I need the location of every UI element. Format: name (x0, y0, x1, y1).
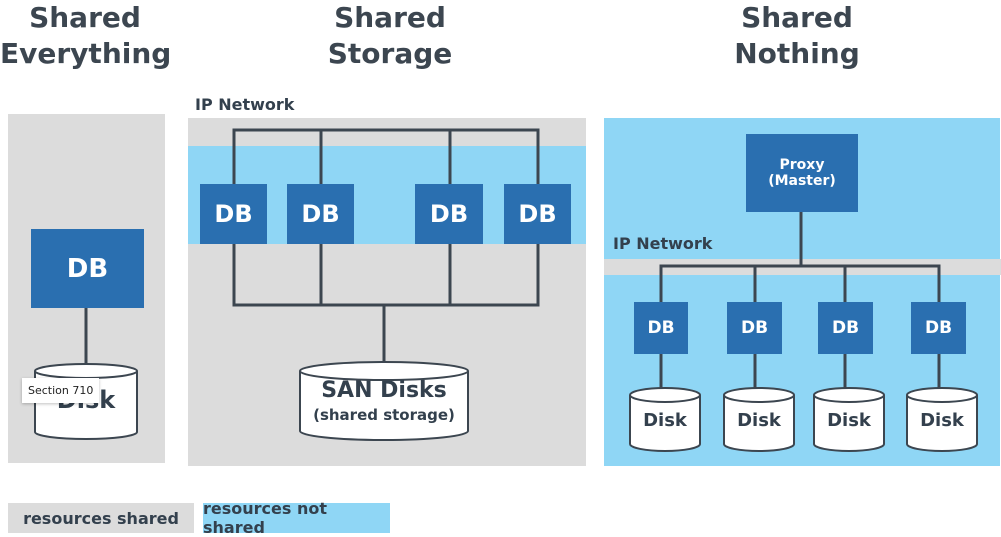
db-box: DB (415, 184, 483, 244)
disk-label: Disk (920, 410, 964, 431)
san-disks-title: SAN Disks (321, 378, 447, 403)
db-box: DB (504, 184, 571, 244)
db-box: DB (727, 302, 782, 354)
legend-label: resources shared (23, 508, 179, 528)
db-label: DB (429, 200, 469, 228)
san-disk-icon-top (299, 361, 469, 381)
db-label: DB (66, 253, 109, 284)
disk-label: Disk (827, 410, 871, 431)
db-box: DB (287, 184, 354, 244)
title-line: Shared (334, 1, 446, 34)
db-box: DB (818, 302, 873, 354)
proxy-master-box: Proxy (Master) (746, 134, 858, 212)
title-line: Storage (327, 37, 453, 70)
san-disks-subtitle: (shared storage) (313, 406, 455, 424)
db-label: DB (301, 200, 340, 228)
db-label: DB (831, 318, 860, 338)
db-label: DB (924, 318, 953, 338)
db-box: DB (31, 229, 144, 308)
title-shared-everything: Shared Everything (0, 0, 172, 72)
disk-label: Disk (737, 410, 781, 431)
title-line: Shared (29, 1, 141, 34)
title-shared-nothing: Shared Nothing (697, 0, 897, 72)
ip-network-label: IP Network (613, 234, 713, 253)
title-line: Shared (741, 1, 853, 34)
title-shared-storage: Shared Storage (290, 0, 490, 72)
master-label: (Master) (768, 173, 836, 189)
title-line: Nothing (734, 37, 860, 70)
ip-network-label: IP Network (195, 95, 295, 114)
legend-label: resources not shared (203, 499, 327, 537)
db-box: DB (634, 302, 688, 354)
disk-icon (723, 395, 795, 452)
legend-resources-not-shared: resources not shared (203, 499, 390, 537)
disk-icon (813, 395, 885, 452)
title-line: Everything (0, 37, 172, 70)
legend-resources-shared: resources shared (8, 503, 194, 533)
db-box: DB (200, 184, 267, 244)
db-label: DB (518, 200, 557, 228)
san-disk-icon (299, 371, 469, 441)
disk-icon (906, 395, 978, 452)
disk-label: Disk (643, 410, 687, 431)
section-tooltip: Section 710 (22, 378, 100, 403)
db-label: DB (214, 200, 253, 228)
db-label: DB (647, 318, 675, 338)
disk-icon-top (34, 363, 138, 379)
proxy-label: Proxy (779, 157, 825, 173)
db-label: DB (740, 318, 769, 338)
db-box: DB (911, 302, 966, 354)
disk-icon (629, 395, 701, 452)
